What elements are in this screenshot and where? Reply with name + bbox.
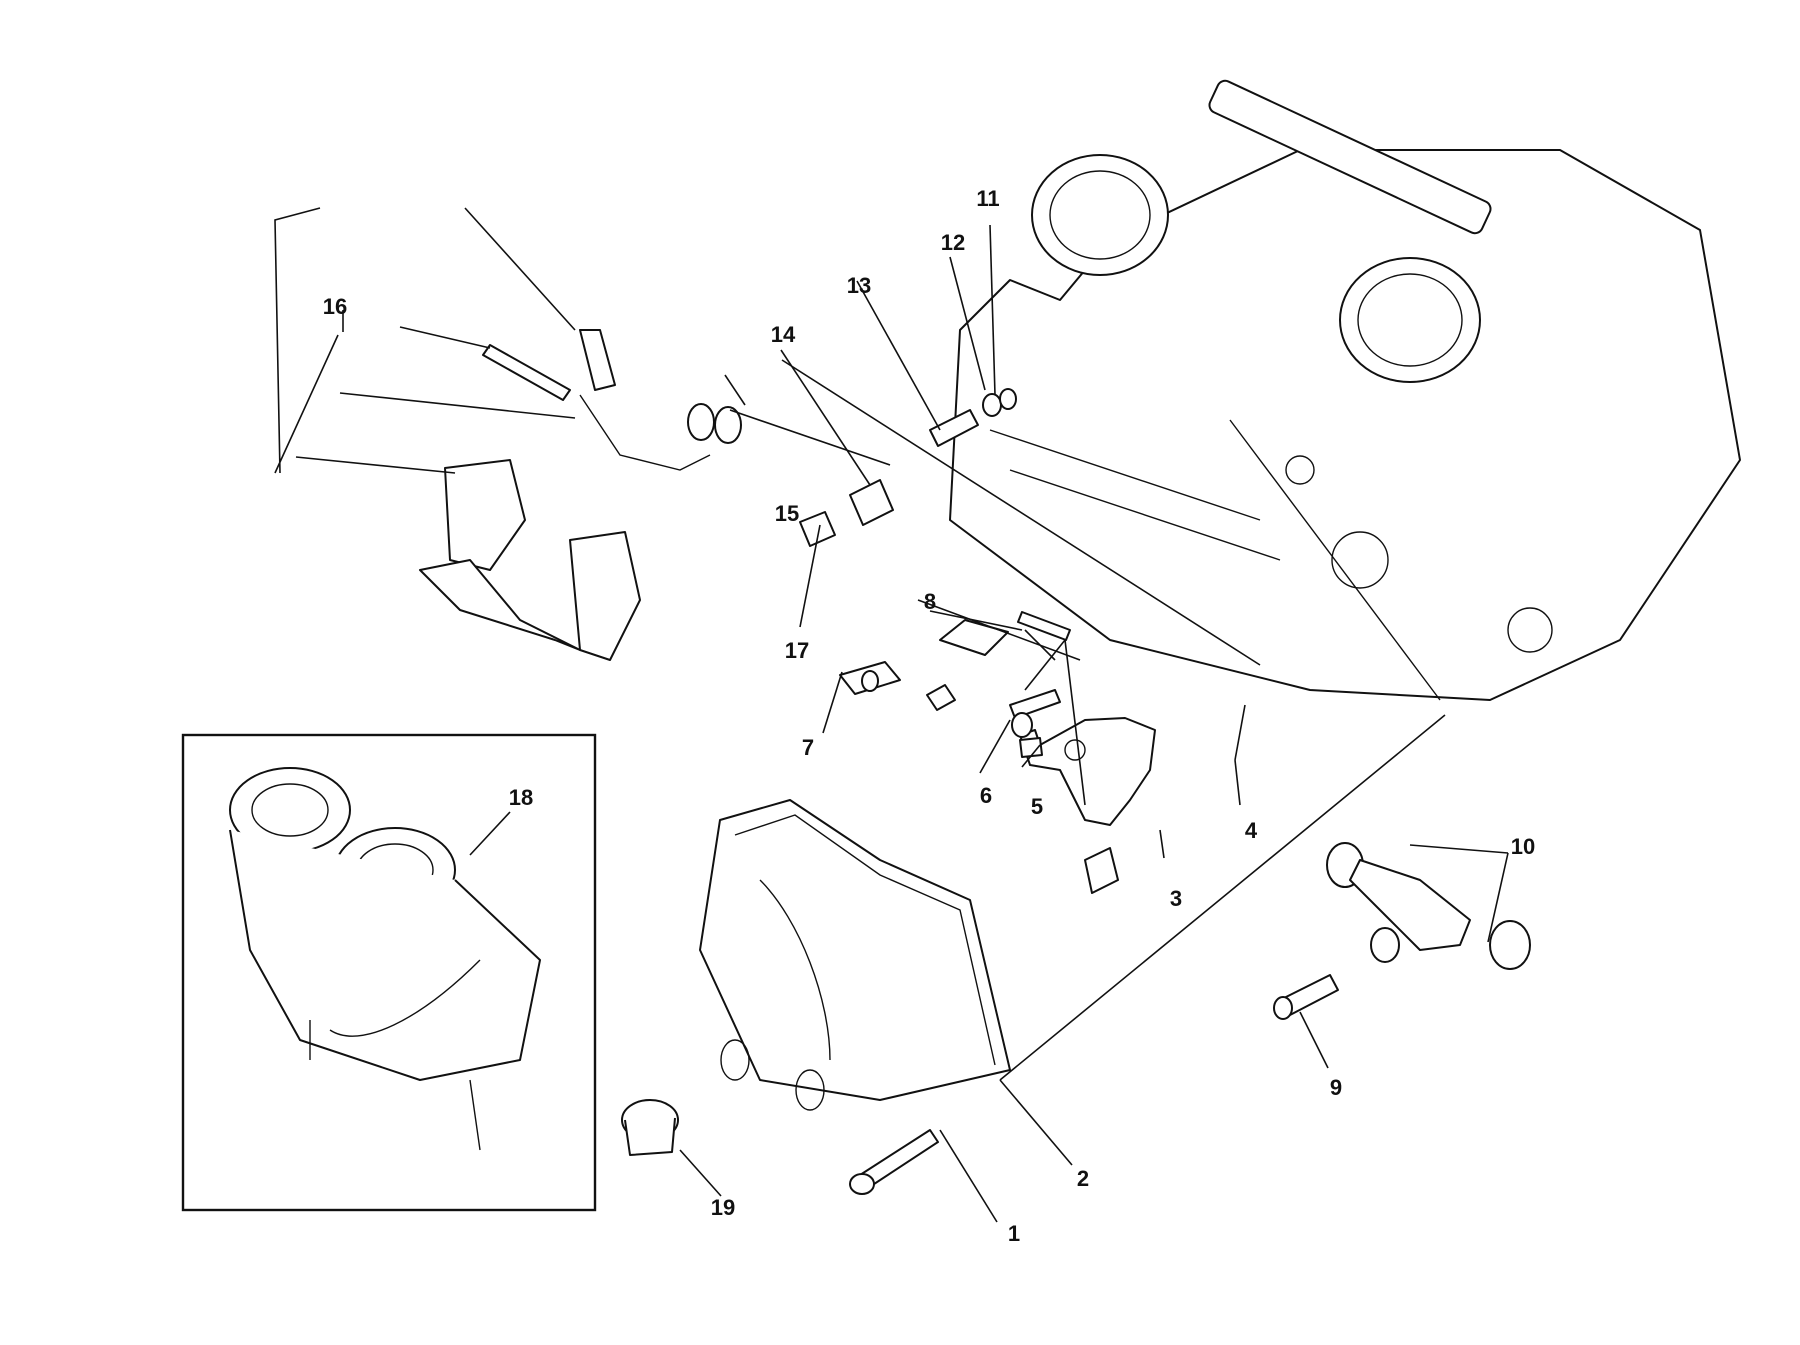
callout-5: 5: [1031, 794, 1043, 819]
callout-1: 1: [1008, 1221, 1020, 1246]
callout-13: 13: [847, 273, 871, 298]
small-parts: [687, 388, 1156, 894]
callout-15: 15: [775, 501, 799, 526]
callout-11: 11: [976, 186, 999, 211]
callout-4: 4: [1245, 818, 1258, 843]
callout-8: 8: [924, 589, 936, 614]
callout-18: 18: [509, 785, 533, 810]
callouts: 1 2 3 4 5 6 7 8 9 10 11 12 13 14 15 16 1…: [323, 186, 1535, 1246]
callout-10: 10: [1511, 834, 1535, 859]
callout-3: 3: [1170, 886, 1182, 911]
callout-6: 6: [980, 783, 992, 808]
choke-assembly: [419, 329, 742, 661]
float-bowl: [699, 799, 1011, 1111]
callout-2: 2: [1077, 1166, 1089, 1191]
plug: [621, 1099, 679, 1156]
callout-12: 12: [941, 230, 965, 255]
pin: [1273, 974, 1339, 1020]
callout-17: 17: [785, 638, 809, 663]
inset-box: [181, 733, 597, 1212]
fuel-t-fitting: [1326, 842, 1531, 970]
carburetor-body-assembly: [949, 79, 1741, 701]
callout-19: 19: [711, 1195, 735, 1220]
callout-14: 14: [771, 322, 796, 347]
bowl-screw: [849, 1129, 939, 1195]
leader-lines: [274, 207, 1509, 1223]
callout-16: 16: [323, 294, 347, 319]
callout-7: 7: [802, 735, 814, 760]
assembled-carburetor-inset: [229, 767, 541, 1151]
callout-9: 9: [1330, 1075, 1342, 1100]
